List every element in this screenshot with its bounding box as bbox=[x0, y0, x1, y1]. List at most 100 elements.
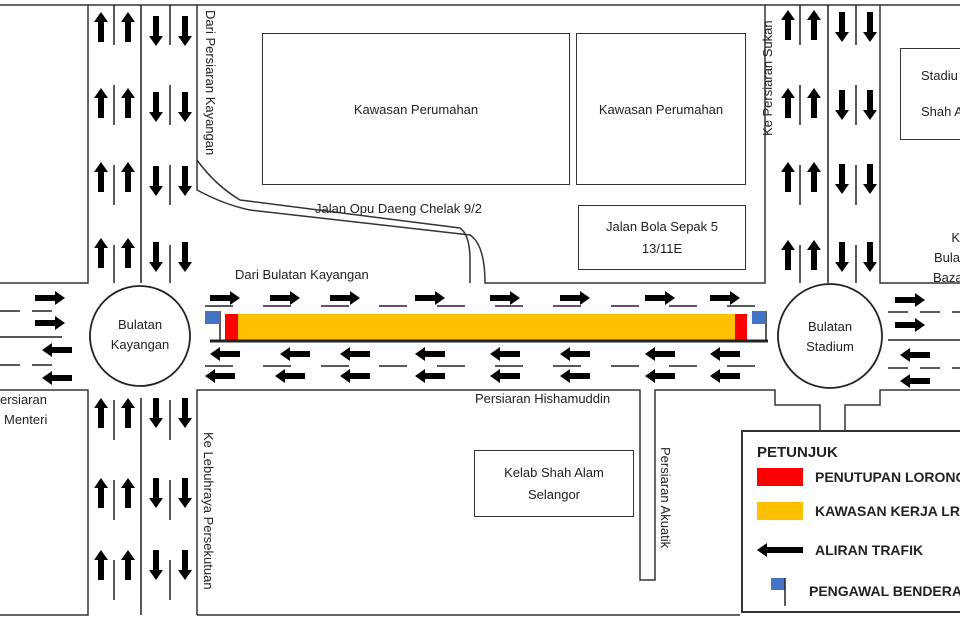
traffic-arrow-icon bbox=[35, 291, 65, 305]
legend-item-work-zone: KAWASAN KERJA LRT bbox=[757, 502, 960, 520]
yellow-swatch-icon bbox=[757, 502, 803, 520]
traffic-arrow-icon bbox=[178, 478, 192, 508]
traffic-arrow-icon bbox=[560, 291, 590, 305]
traffic-arrow-icon bbox=[835, 164, 849, 194]
traffic-arrow-icon bbox=[490, 347, 520, 361]
traffic-arrow-icon bbox=[149, 478, 163, 508]
traffic-arrow-icon bbox=[94, 478, 108, 508]
traffic-arrow-icon bbox=[42, 371, 72, 385]
traffic-arrow-icon bbox=[835, 242, 849, 272]
traffic-arrow-icon bbox=[415, 369, 445, 383]
building-perumahan-1: Kawasan Perumahan bbox=[262, 33, 570, 185]
traffic-arrow-icon bbox=[710, 347, 740, 361]
flag-icon bbox=[771, 578, 786, 606]
traffic-arrow-icon bbox=[205, 369, 235, 383]
road-label: Dari Bulatan Kayangan bbox=[235, 267, 369, 282]
traffic-arrow-icon bbox=[835, 12, 849, 42]
building-label: Stadiu bbox=[921, 68, 958, 83]
traffic-arrow-icon bbox=[178, 92, 192, 122]
block-top-left bbox=[0, 4, 89, 284]
traffic-arrow-icon bbox=[121, 88, 135, 118]
traffic-arrow-icon bbox=[560, 347, 590, 361]
traffic-arrow-icon bbox=[121, 478, 135, 508]
traffic-arrow-icon bbox=[863, 164, 877, 194]
traffic-arrow-icon bbox=[895, 293, 925, 307]
curved-road-edge bbox=[196, 159, 471, 283]
legend: PETUNJUK PENUTUPAN LORONG KAWASAN KERJA … bbox=[741, 430, 960, 613]
traffic-arrow-icon bbox=[149, 242, 163, 272]
traffic-arrow-icon bbox=[807, 240, 821, 270]
traffic-arrow-icon bbox=[415, 347, 445, 361]
traffic-arrow-icon bbox=[149, 550, 163, 580]
road-label: Ke Lebuhraya Persekutuan bbox=[201, 432, 216, 590]
traffic-arrow-icon bbox=[807, 88, 821, 118]
traffic-arrow-icon bbox=[560, 369, 590, 383]
traffic-arrow-icon bbox=[210, 347, 240, 361]
building-label: Selangor bbox=[527, 486, 581, 502]
traffic-arrow-icon bbox=[781, 88, 795, 118]
traffic-arrow-icon bbox=[178, 16, 192, 46]
building-label: Kelab Shah Alam bbox=[504, 464, 604, 480]
building-perumahan-2: Kawasan Perumahan bbox=[576, 33, 746, 185]
traffic-arrow-icon bbox=[42, 343, 72, 357]
block-bottom-middle bbox=[196, 389, 821, 615]
traffic-arrow-icon bbox=[178, 550, 192, 580]
building-label: Kawasan Perumahan bbox=[353, 101, 479, 117]
traffic-arrow-icon bbox=[781, 10, 795, 40]
traffic-arrow-icon bbox=[415, 291, 445, 305]
traffic-arrow-icon bbox=[35, 316, 65, 330]
traffic-arrow-icon bbox=[149, 166, 163, 196]
road-label: Jalan Opu Daeng Chelak 9/2 bbox=[315, 201, 482, 216]
arrow-left-icon bbox=[757, 543, 803, 557]
traffic-arrow-icon bbox=[121, 162, 135, 192]
legend-item-traffic-flow: ALIRAN TRAFIK bbox=[757, 542, 923, 558]
traffic-arrow-icon bbox=[94, 162, 108, 192]
traffic-arrow-icon bbox=[781, 162, 795, 192]
traffic-arrow-icon bbox=[340, 369, 370, 383]
roundabout-kayangan bbox=[89, 285, 191, 387]
traffic-arrow-icon bbox=[645, 291, 675, 305]
flag-icon bbox=[752, 311, 767, 341]
traffic-arrow-icon bbox=[210, 291, 240, 305]
road-label: Persiaran Hishamuddin bbox=[475, 391, 611, 406]
work-zone bbox=[238, 314, 735, 340]
lane-closure-right bbox=[735, 314, 747, 340]
road-label: Dari Persiaran Kayangan bbox=[203, 10, 218, 156]
traffic-arrow-icon bbox=[807, 162, 821, 192]
traffic-arrow-icon bbox=[900, 374, 930, 388]
roundabout-stadium bbox=[777, 283, 883, 389]
block-top-right bbox=[879, 4, 960, 284]
traffic-arrow-icon bbox=[645, 347, 675, 361]
traffic-arrow-icon bbox=[340, 347, 370, 361]
red-swatch-icon bbox=[757, 468, 803, 486]
traffic-arrow-icon bbox=[94, 12, 108, 42]
traffic-arrow-icon bbox=[94, 88, 108, 118]
legend-item-lane-closure: PENUTUPAN LORONG bbox=[757, 468, 960, 486]
traffic-arrow-icon bbox=[280, 347, 310, 361]
traffic-arrow-icon bbox=[178, 398, 192, 428]
road-label: Persiaran Akuatik bbox=[658, 447, 673, 549]
traffic-arrow-icon bbox=[645, 369, 675, 383]
block-bottom-right bbox=[844, 389, 960, 430]
traffic-arrow-icon bbox=[149, 16, 163, 46]
traffic-arrow-icon bbox=[178, 242, 192, 272]
building-label: Jalan Bola Sepak 5 bbox=[605, 218, 719, 234]
traffic-arrow-icon bbox=[149, 92, 163, 122]
traffic-arrow-icon bbox=[121, 398, 135, 428]
legend-item-flag-marshal: PENGAWAL BENDERA bbox=[757, 576, 960, 606]
traffic-arrow-icon bbox=[94, 238, 108, 268]
traffic-arrow-icon bbox=[710, 291, 740, 305]
traffic-arrow-icon bbox=[710, 369, 740, 383]
traffic-arrow-icon bbox=[121, 550, 135, 580]
road-label: Ke Persiaran Sukan bbox=[760, 20, 775, 136]
traffic-arrow-icon bbox=[900, 348, 930, 362]
traffic-arrow-icon bbox=[490, 291, 520, 305]
traffic-arrow-icon bbox=[121, 238, 135, 268]
legend-title: PETUNJUK bbox=[757, 444, 838, 461]
block-top-middle bbox=[196, 4, 766, 284]
